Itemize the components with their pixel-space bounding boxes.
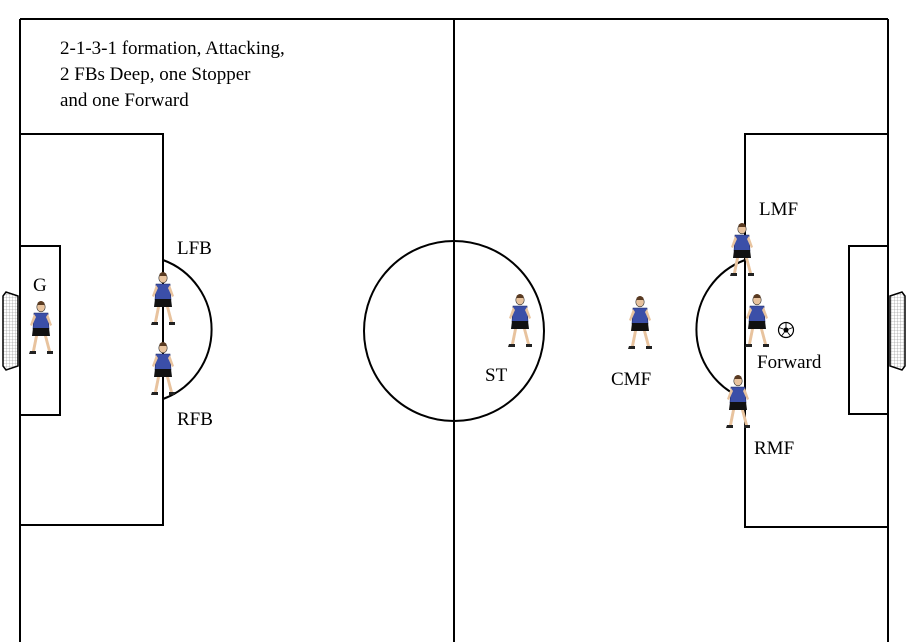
player-fwd-icon — [744, 293, 770, 348]
label-lmf: LMF — [759, 199, 798, 220]
soccer-ball-icon — [777, 321, 795, 339]
label-g: G — [33, 275, 47, 296]
player-g-icon — [28, 300, 54, 355]
label-rfb: RFB — [177, 409, 213, 430]
left-goal — [2, 291, 19, 371]
label-lfb: LFB — [177, 238, 212, 259]
center-circle — [363, 240, 545, 422]
formation-caption: 2-1-3-1 formation, Attacking, 2 FBs Deep… — [60, 36, 285, 114]
player-st-icon — [507, 293, 533, 348]
label-st: ST — [485, 365, 508, 386]
pitch-lines — [19, 18, 889, 642]
label-rmf: RMF — [754, 438, 794, 459]
player-lmf-icon — [729, 222, 755, 277]
label-forward: Forward — [757, 352, 822, 373]
left-goal-box — [19, 245, 61, 416]
player-rmf-icon — [725, 374, 751, 429]
player-cmf-icon — [627, 295, 653, 350]
left-penalty-arc — [162, 259, 213, 400]
right-penalty-arc — [695, 259, 746, 400]
caption-line-3: and one Forward — [60, 90, 189, 111]
right-goal — [889, 291, 906, 371]
caption-line-1: 2-1-3-1 formation, Attacking, — [60, 38, 285, 59]
label-cmf: CMF — [611, 369, 651, 390]
right-goal-box — [848, 245, 889, 415]
caption-line-2: 2 FBs Deep, one Stopper — [60, 64, 251, 85]
right-penalty-box — [744, 133, 889, 528]
